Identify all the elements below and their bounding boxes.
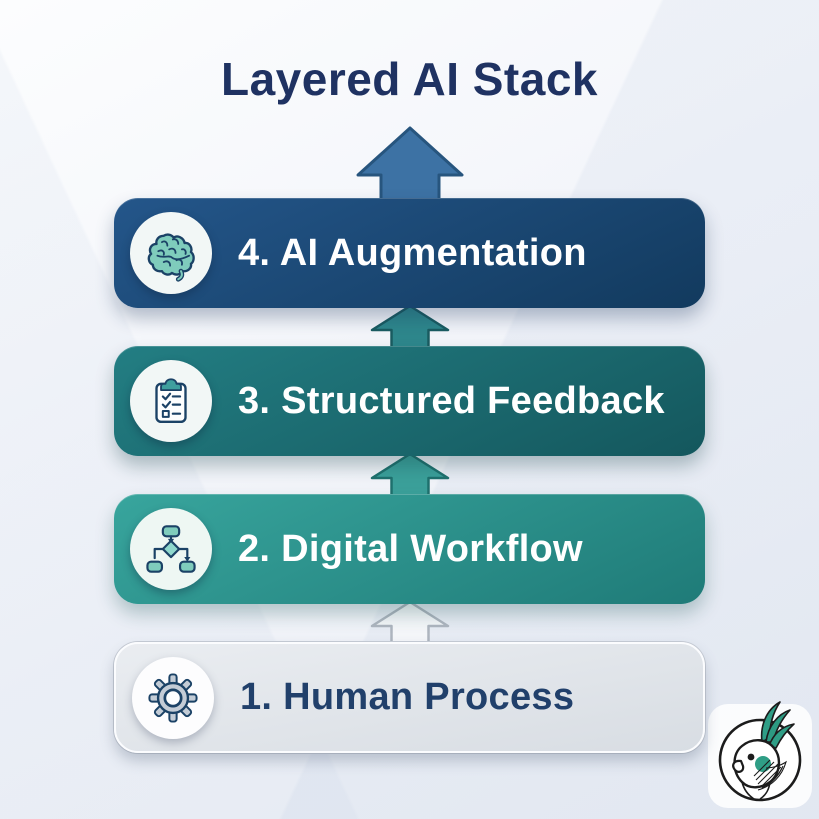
page-title: Layered AI Stack — [220, 53, 599, 105]
layer-label: 4. AI Augmentation — [238, 231, 587, 274]
up-arrow-12-icon — [370, 600, 450, 646]
layer-digital-workflow: 2. Digital Workflow — [114, 494, 705, 604]
layer-structured-feedback: 3. Structured Feedback — [114, 346, 705, 456]
cockatoo-logo — [708, 701, 812, 808]
layer-ai-augmentation: 4. AI Augmentation — [114, 198, 705, 308]
layer-label: 1. Human Process — [240, 676, 575, 718]
flowchart-icon — [130, 508, 212, 590]
up-arrow-top-icon — [356, 126, 464, 202]
up-arrow-23-icon — [370, 452, 450, 498]
layer-label: 3. Structured Feedback — [238, 379, 665, 422]
brain-icon — [130, 212, 212, 294]
up-arrow-34-icon — [370, 304, 450, 350]
gear-icon — [132, 656, 214, 739]
layer-label: 2. Digital Workflow — [238, 527, 583, 570]
checklist-icon — [130, 360, 212, 442]
layer-human-process: 1. Human Process — [114, 642, 705, 753]
